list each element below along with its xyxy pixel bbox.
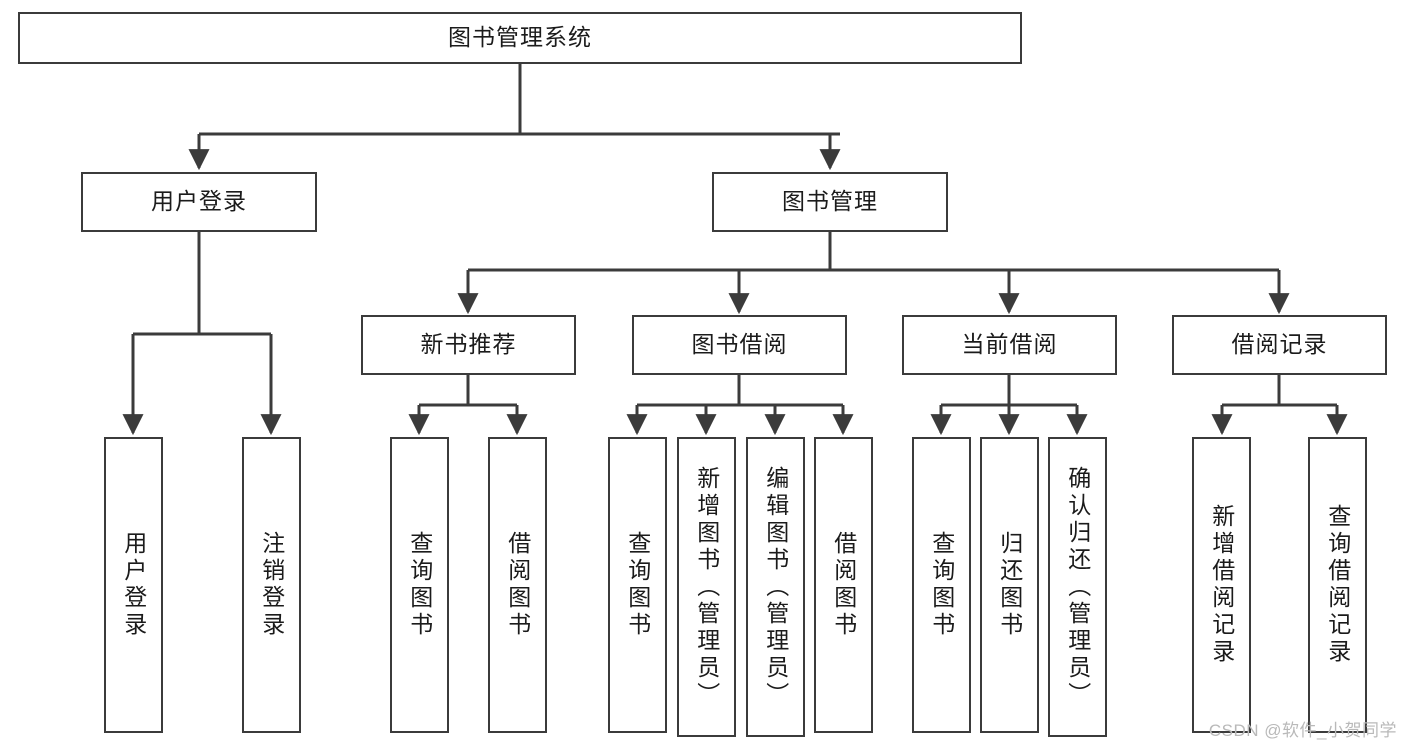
node-label: 查询借阅记录	[1324, 504, 1351, 666]
leaf-current-confirm-return-admin[interactable]: 确认归还（管理员）	[1048, 437, 1107, 737]
watermark-text: CSDN @软件_小贺同学	[1208, 721, 1397, 740]
leaf-borrow-borrow-book[interactable]: 借阅图书	[814, 437, 873, 733]
node-label: 图书管理系统	[448, 24, 592, 51]
node-label: 图书管理	[782, 188, 878, 215]
node-label: 借阅记录	[1231, 331, 1328, 358]
leaf-borrow-add-book-admin[interactable]: 新增图书（管理员）	[677, 437, 736, 737]
node-label: 编辑图书（管理员）	[762, 465, 789, 709]
node-label: 归还图书	[996, 531, 1023, 639]
node-label: 新书推荐	[420, 331, 517, 358]
node-current-borrow[interactable]: 当前借阅	[902, 315, 1117, 375]
leaf-recommend-borrow-book[interactable]: 借阅图书	[488, 437, 547, 733]
leaf-borrow-edit-book-admin[interactable]: 编辑图书（管理员）	[746, 437, 805, 737]
node-label: 图书借阅	[691, 331, 788, 358]
node-label: 当前借阅	[961, 331, 1058, 358]
node-label: 查询图书	[406, 531, 433, 639]
leaf-borrow-query-book[interactable]: 查询图书	[608, 437, 667, 733]
node-label: 借阅图书	[830, 531, 857, 639]
node-book-borrow[interactable]: 图书借阅	[632, 315, 847, 375]
node-label: 借阅图书	[504, 531, 531, 639]
node-new-book-recommend[interactable]: 新书推荐	[361, 315, 576, 375]
node-label: 新增图书（管理员）	[693, 465, 720, 709]
node-book-management[interactable]: 图书管理	[712, 172, 948, 232]
node-user-login[interactable]: 用户登录	[81, 172, 317, 232]
leaf-user-login-logout[interactable]: 注销登录	[242, 437, 301, 733]
leaf-recommend-query-book[interactable]: 查询图书	[390, 437, 449, 733]
node-label: 注销登录	[258, 531, 285, 639]
node-label: 确认归还（管理员）	[1064, 465, 1091, 709]
leaf-current-return-book[interactable]: 归还图书	[980, 437, 1039, 733]
leaf-current-query-book[interactable]: 查询图书	[912, 437, 971, 733]
node-label: 查询图书	[624, 531, 651, 639]
node-label: 用户登录	[151, 188, 247, 215]
node-label: 新增借阅记录	[1208, 504, 1235, 666]
node-root-system[interactable]: 图书管理系统	[18, 12, 1022, 64]
leaf-records-query-record[interactable]: 查询借阅记录	[1308, 437, 1367, 733]
node-label: 用户登录	[120, 531, 147, 639]
leaf-user-login-login[interactable]: 用户登录	[104, 437, 163, 733]
leaf-records-add-record[interactable]: 新增借阅记录	[1192, 437, 1251, 733]
node-borrow-records[interactable]: 借阅记录	[1172, 315, 1387, 375]
node-label: 查询图书	[928, 531, 955, 639]
